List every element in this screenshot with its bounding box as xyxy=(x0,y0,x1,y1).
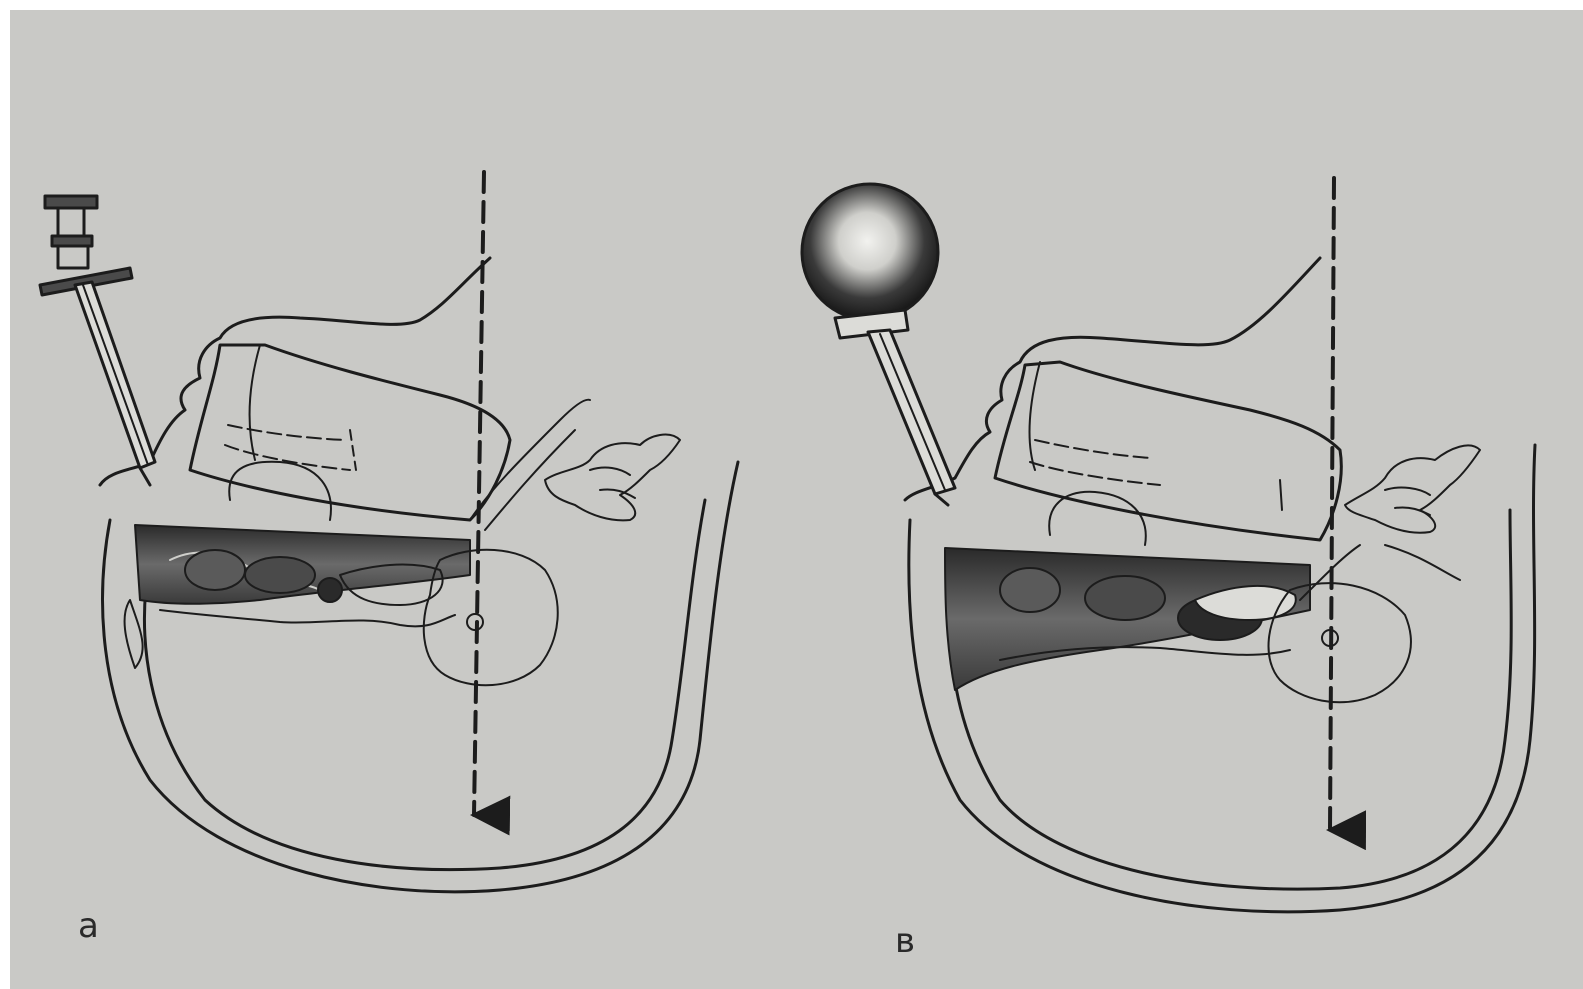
panel-label-b: в xyxy=(895,921,915,961)
panel-label-a: a xyxy=(78,906,99,946)
paper-background xyxy=(10,10,1583,989)
